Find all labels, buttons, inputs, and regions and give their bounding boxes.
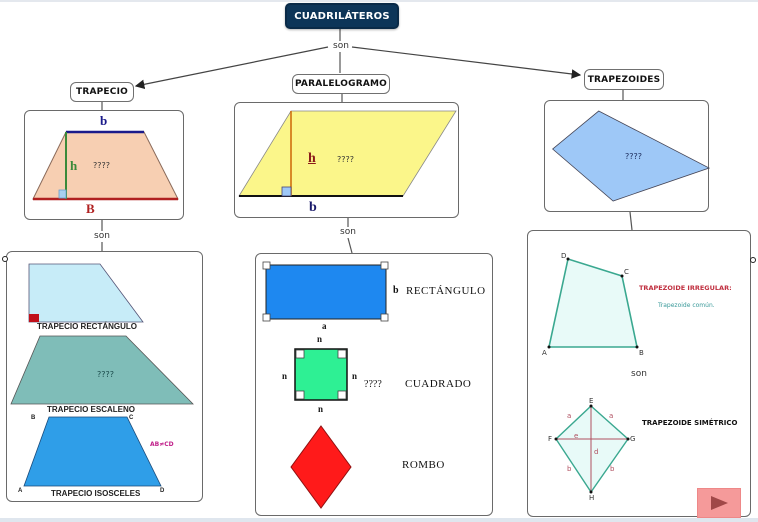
linking-phrase-son: son: [331, 41, 351, 52]
card-trapezoides-figure[interactable]: ????: [544, 100, 711, 212]
cuadrado-placeholder: ????: [364, 379, 382, 390]
label-base: b: [309, 200, 317, 215]
card-paralelogramo-figure[interactable]: h ???? b: [234, 102, 459, 218]
trapecio-types-figures: [10, 263, 194, 487]
side-a-left: a: [567, 412, 572, 420]
label-cuadrado: CUADRADO: [405, 378, 472, 390]
vertex-a: A: [542, 349, 547, 357]
linking-phrase-son: son: [338, 227, 358, 238]
root-node-cuadrilateros[interactable]: CUADRILÁTEROS: [285, 3, 399, 29]
vertex-h: H: [589, 494, 595, 502]
paralelogramo-types-figures: [262, 261, 389, 509]
vertex-b: B: [31, 415, 36, 421]
label-rectangulo: RECTÁNGULO: [406, 285, 486, 297]
play-arrow-icon: [711, 496, 728, 510]
node-trapecio[interactable]: TRAPECIO: [70, 82, 134, 102]
label-trapezoide-irregular: TRAPEZOIDE IRREGULAR:: [639, 284, 732, 292]
vertex-d: D: [160, 488, 165, 494]
label-trapezoide-comun: Trapezoide común.: [658, 302, 715, 309]
trapezoid-figure: [32, 130, 179, 201]
escaleno-placeholder: ????: [97, 370, 114, 379]
resize-handle[interactable]: [2, 256, 8, 262]
label-height: h: [70, 158, 78, 173]
top-border: [0, 0, 758, 2]
bottom-border: [0, 518, 758, 522]
vertex-g: G: [630, 435, 636, 443]
label-side-b: b: [393, 285, 399, 296]
diagonal-e: e: [574, 432, 579, 440]
vertex-a: A: [18, 488, 23, 494]
linking-phrase-son: son: [631, 369, 647, 379]
area-placeholder: ????: [625, 152, 642, 161]
label-trapecio-rectangulo: TRAPECIO RECTÁNGULO: [37, 322, 137, 331]
label-side-n-right: n: [352, 371, 358, 381]
label-trapecio-isosceles: TRAPECIO ISOSCELES: [51, 489, 141, 498]
resize-handle[interactable]: [750, 257, 756, 263]
card-trapecio-types[interactable]: TRAPECIO RECTÁNGULO ???? TRAPECIO ESCALE…: [6, 251, 203, 502]
node-paralelogramo[interactable]: PARALELOGRAMO: [292, 74, 390, 94]
label-side-a: a: [322, 321, 327, 331]
diagonal-d: d: [594, 448, 599, 456]
vertex-c: C: [624, 268, 629, 276]
label-trapecio-escaleno: TRAPECIO ESCALENO: [47, 405, 136, 414]
label-side-n-top: n: [317, 334, 323, 344]
label-top-base: b: [100, 113, 108, 128]
card-paralelogramo-types[interactable]: b RECTÁNGULO a n n n n ???? CUADRADO ROM…: [255, 253, 493, 516]
vertex-c: C: [129, 415, 134, 421]
label-side-n-bottom: n: [318, 404, 324, 414]
side-b-right: b: [610, 465, 615, 473]
trapezoid-irregular-figure: [552, 110, 711, 202]
vertex-f: F: [548, 435, 553, 443]
side-b-left: b: [567, 465, 572, 473]
isosceles-note: AB≠CD: [150, 441, 174, 448]
vertex-d: D: [561, 252, 567, 260]
next-slide-button[interactable]: [697, 488, 741, 518]
linking-phrase-son: son: [92, 231, 112, 242]
label-side-n-left: n: [282, 371, 288, 381]
side-a-right: a: [609, 412, 614, 420]
vertex-e: E: [589, 397, 594, 405]
label-height: h: [308, 151, 316, 166]
trapezoides-types-figures: [547, 257, 639, 494]
card-trapecio-figure[interactable]: b h ???? B: [24, 110, 184, 220]
area-placeholder: ????: [93, 161, 110, 170]
label-bottom-base: B: [86, 201, 95, 216]
node-trapezoides[interactable]: TRAPEZOIDES: [584, 69, 664, 90]
area-placeholder: ????: [337, 155, 354, 164]
label-rombo: ROMBO: [402, 459, 445, 471]
vertex-b: B: [639, 349, 644, 357]
parallelogram-figure: [238, 110, 457, 197]
card-trapezoides-types[interactable]: A B C D TRAPEZOIDE IRREGULAR: Trapezoide…: [527, 230, 751, 517]
label-trapezoide-simetrico: TRAPEZOIDE SIMÉTRICO: [642, 419, 738, 427]
